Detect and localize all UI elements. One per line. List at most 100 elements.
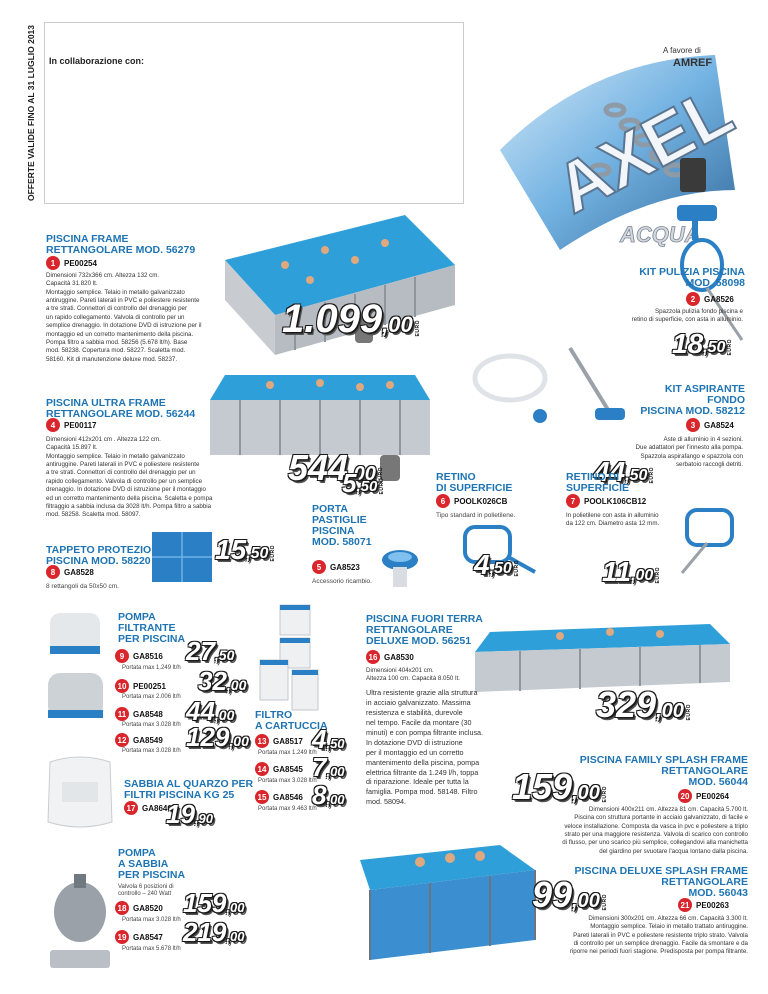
price-tag: 19,90 xyxy=(166,799,213,829)
product-title: PORTA xyxy=(312,503,348,515)
description-line: Dimensioni 404x201 cm. xyxy=(366,667,434,674)
description-line: Montaggio semplice. Telaio in metallo ga… xyxy=(46,452,185,460)
product-description: Dimensioni 400x211 cm. Altezza 81 cm. Ca… xyxy=(520,806,748,856)
badge-number: 9 xyxy=(115,649,129,663)
price-tag: 27,50 xyxy=(186,636,235,666)
description-line: a tre strati. Connettori di controllo de… xyxy=(46,469,196,477)
product-description: Dimensioni 300x201 cm. Altezza 66 cm. Ca… xyxy=(520,915,748,957)
badge-number: 20 xyxy=(678,789,692,803)
description-line: da 122 cm. Diametro asta 12 mm. xyxy=(566,520,660,528)
description-line: serbatoio raccogli detriti. xyxy=(675,461,743,469)
product-description: Aste di alluminio in 4 sezioni.Due adatt… xyxy=(600,436,743,469)
price-tag: 129,00 xyxy=(186,722,249,752)
description-line: Capacità 31.820 lt. xyxy=(46,280,98,288)
product-description: Accessorio ricambio. xyxy=(312,578,372,585)
description-line: Capacità 15.897 lt. xyxy=(46,444,98,452)
price-tag: 32,00 xyxy=(198,666,247,696)
cleaning-kit-image xyxy=(677,205,744,341)
badge-number: 6 xyxy=(436,494,450,508)
description-line: Aste di alluminio in 4 sezioni. xyxy=(663,436,743,443)
collaboration-label: In collaborazione con: xyxy=(49,56,145,66)
price-tag: 7,00 xyxy=(312,752,345,782)
description-line: mod. 58094. xyxy=(366,797,406,807)
description-line: del giardino per svuotare l'acqua lontan… xyxy=(599,847,748,855)
description-line: Dimensioni 732x366 cm. Altezza 132 cm. xyxy=(46,272,160,279)
description-line: di controllo per un semplice drenaggio. … xyxy=(573,940,748,948)
product-description: Dimensioni 732x366 cm. Altezza 132 cm.Ca… xyxy=(46,272,246,364)
description-line: semplice drenaggio. In dotazione DVD di … xyxy=(46,322,202,330)
description-line: retino di superficie, con asta in allumi… xyxy=(631,316,743,324)
description-line: Pompa filtro a sabbia mod. 58256 (5.678 … xyxy=(46,338,188,346)
pool-deluxe-56251-image xyxy=(475,624,730,692)
filter-cartridge-image xyxy=(259,604,319,711)
badge-number: 21 xyxy=(678,898,692,912)
description-line: strato per una maggiore resistenza. Valv… xyxy=(564,831,748,839)
description-line: In dotazione DVD di istruzione xyxy=(366,737,463,747)
pool-family-splash-image xyxy=(360,845,536,960)
badge-number: 17 xyxy=(124,801,138,815)
filter-pump-image xyxy=(48,613,103,718)
badge-number: 10 xyxy=(115,679,129,693)
product-title: POMPA xyxy=(118,611,156,623)
badge-number: 12 xyxy=(115,733,129,747)
description-line: resistenza e stabilità, durevole xyxy=(366,707,463,717)
description-line: in acciaio galvanizzato. Massima xyxy=(366,697,471,707)
product-title: RETINO xyxy=(436,471,476,483)
collaboration-box: In collaborazione con: xyxy=(44,22,464,204)
badge-number: 2 xyxy=(686,292,700,306)
axel-acqua-logo: AXEL ACQUA xyxy=(500,55,746,250)
floor-mat-image xyxy=(152,532,212,582)
skimmer-net-image xyxy=(463,525,536,574)
product-title: PISCINA ULTRA FRAME xyxy=(46,397,166,409)
price-tag: 44,00 xyxy=(186,696,235,726)
vacuum-kit-image xyxy=(472,346,625,423)
description-line: famiglia. Pompa mod. 58148. Filtro xyxy=(366,787,478,797)
badge-number: 5 xyxy=(312,560,326,574)
pool-ultra-frame-image xyxy=(210,375,430,481)
description-line: antiruggine. Pareti laterali in PVC e po… xyxy=(46,461,200,469)
badge-number: 7 xyxy=(566,494,580,508)
product-title: RETINO DI xyxy=(566,471,620,483)
description-line: 58160. Kit di manutenzione deluxe mod. 5… xyxy=(46,355,178,363)
badge-number: 16 xyxy=(366,650,380,664)
description-line: Montaggio semplice. Telaio in metallo ga… xyxy=(46,288,185,296)
description-line: Spazzola pulizia fondo piscina e xyxy=(654,308,743,315)
description-line: Piscina con struttura portante in acciai… xyxy=(574,814,748,822)
pool-frame-56279-image xyxy=(225,215,455,355)
badge-number: 1 xyxy=(46,256,60,270)
description-line: per il montaggio ed un corretto xyxy=(366,747,464,757)
badge-number: 14 xyxy=(255,762,269,776)
badge-number: 19 xyxy=(115,930,129,944)
product-title: KIT ASPIRANTE xyxy=(664,383,745,395)
product-title: PISCINA DELUXE SPLASH FRAME xyxy=(574,865,748,877)
validity-banner: OFFERTE VALIDE FINO AL 31 LUGLIO 2013 xyxy=(22,22,40,204)
description-line: mod. 58238. Copertura mod. 58227. Scalet… xyxy=(46,347,186,355)
badge-number: 8 xyxy=(46,565,60,579)
description-line: Pareti laterali in PVC e poliestere resi… xyxy=(573,931,748,939)
description-line: nel tempo. Facile da montare (30 xyxy=(366,717,472,727)
chlorine-floater-image xyxy=(382,550,418,587)
description-line: antiruggine. Pareti laterali in PVC e po… xyxy=(46,297,200,305)
